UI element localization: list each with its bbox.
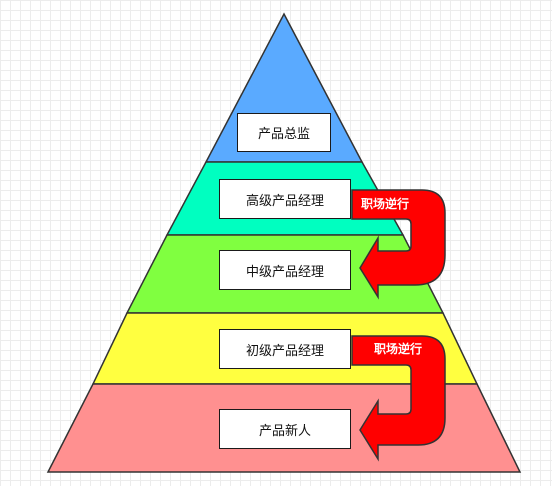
- career-arrow-upper-label: 职场逆行: [361, 197, 410, 211]
- level-label-newcomer: 产品新人: [219, 409, 351, 449]
- career-arrow-lower-label: 职场逆行: [374, 342, 423, 356]
- level-label-product-director: 产品总监: [237, 113, 331, 152]
- level-label-mid-pm: 中级产品经理: [219, 250, 351, 290]
- career-arrow-lower: [351, 335, 446, 462]
- level-label-junior-pm: 初级产品经理: [219, 329, 351, 369]
- career-arrow-upper: [351, 189, 446, 300]
- level-label-senior-pm: 高级产品经理: [219, 179, 351, 219]
